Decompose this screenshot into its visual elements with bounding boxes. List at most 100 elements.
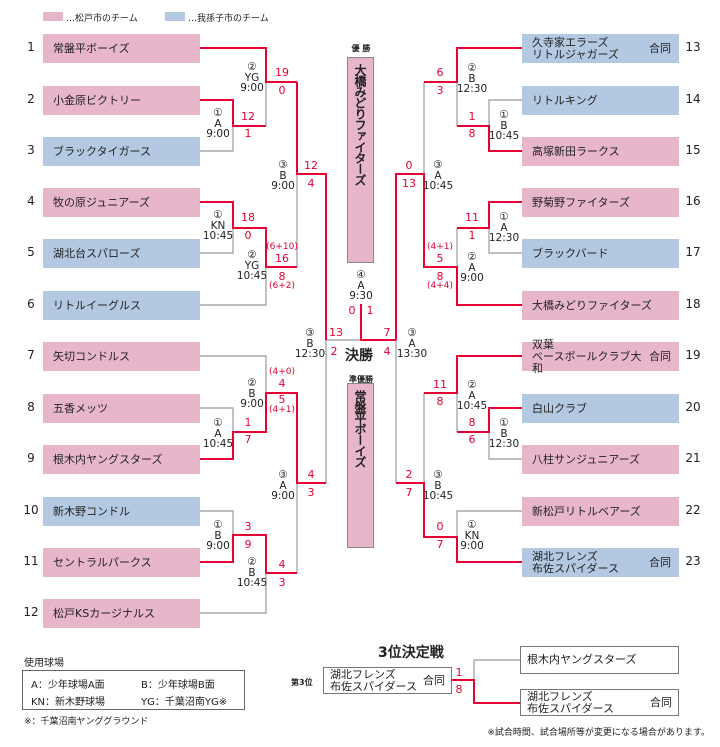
- winner-line: [200, 99, 266, 127]
- match-field: B: [306, 337, 314, 350]
- field-a: A：少年球場A面: [31, 680, 105, 691]
- score-label: 3: [307, 486, 315, 499]
- joint-label: 合同: [649, 555, 671, 569]
- match-field: B: [248, 387, 256, 400]
- team-box: 新松戸リトルベアーズ: [522, 497, 679, 526]
- seed-number: 23: [685, 554, 701, 568]
- name-line: リトルイーグルス: [53, 298, 141, 312]
- score-label: 0: [278, 84, 286, 97]
- team-name: 湖北台スパローズ: [53, 247, 200, 260]
- match-round: ③: [278, 159, 288, 171]
- winner-line: [200, 201, 297, 268]
- winner-line: [360, 304, 396, 341]
- team-name: 新松戸リトルベアーズ: [532, 504, 679, 518]
- match-round: ①: [499, 109, 509, 121]
- match-round: ③: [433, 469, 443, 481]
- score-label: 5: [436, 252, 444, 265]
- seed-number: 4: [27, 194, 35, 208]
- field-yg: YG：千葉沼南YG※: [141, 697, 228, 708]
- match-field: A: [279, 479, 287, 492]
- third-place-team-a: 根木内ヤングスターズ: [520, 646, 679, 674]
- match-round: ④: [356, 269, 366, 281]
- match-time: 9:00: [271, 180, 295, 192]
- team-box: 八柱サンジュニアーズ: [522, 445, 679, 474]
- seed-number: 7: [27, 348, 35, 362]
- seed-number: 8: [27, 400, 35, 414]
- lose-lines: [200, 82, 522, 680]
- team-name: 高塚新田ラークス: [532, 145, 679, 158]
- score-label: 0: [348, 304, 356, 317]
- seed-number: 15: [685, 143, 701, 157]
- seed-number: 2: [27, 92, 35, 106]
- winner-line: [296, 82, 327, 340]
- score-label: 8: [436, 395, 444, 408]
- score-label: 4: [278, 377, 286, 390]
- score-label: (4+1): [426, 242, 453, 252]
- name-line: 新松戸リトルベアーズ: [532, 504, 641, 518]
- team-name: 新木野コンドル: [53, 505, 200, 518]
- score-label: 13: [402, 177, 416, 190]
- seed-number: 9: [27, 451, 35, 465]
- match-field: B: [468, 72, 476, 85]
- team-box: 双葉ベースボールクラブ大和合同: [522, 338, 679, 374]
- team-box: 松戸KSカージナルス: [43, 599, 200, 628]
- team-name: 根木内ヤングスターズ: [53, 453, 200, 466]
- seed-number: 3: [27, 143, 35, 157]
- match-time: 10:45: [456, 400, 488, 412]
- score-label: 5: [278, 393, 286, 406]
- match-field: A: [468, 261, 476, 274]
- third-place-label: 第3位: [291, 678, 313, 687]
- bracket-line: [200, 355, 267, 393]
- match-round: ②: [247, 249, 257, 261]
- match-round: ②: [247, 377, 257, 389]
- score-label: 0: [405, 159, 413, 172]
- score-label: (4+1): [268, 405, 295, 415]
- bracket-line: [456, 510, 522, 537]
- team-box: 湖北フレンズ布佐スパイダース合同: [522, 548, 679, 577]
- winner-line: [424, 355, 522, 394]
- team-box: 白山クラブ: [522, 394, 679, 423]
- match-time: 10:45: [236, 577, 268, 589]
- name-line: ブラックバード: [532, 246, 609, 260]
- name-line: リトルキング: [532, 93, 598, 107]
- name-line: 双葉: [532, 337, 554, 351]
- name-line: 野菊野ファイターズ: [532, 195, 631, 209]
- match-field: KN: [464, 529, 480, 542]
- match-round: ②: [467, 379, 477, 391]
- fields-footnote: ※：千葉沼南ヤンググラウンド: [24, 717, 149, 727]
- notice: ※試合時間、試合場所等が変更になる場合があります。: [487, 728, 710, 738]
- score-label: 9: [244, 538, 252, 551]
- team-name: 大橋みどりファイターズ: [532, 298, 679, 312]
- score-label: 7: [244, 433, 252, 446]
- match-time: 12:30: [294, 348, 326, 360]
- team-name: 白山クラブ: [532, 402, 679, 415]
- team-name: 双葉ベースボールクラブ大和: [532, 337, 649, 375]
- team-name: 久寺家エラーズリトルジャガーズ: [532, 36, 649, 61]
- field-b: B：少年球場B面: [141, 680, 215, 691]
- team-box: 野菊野ファイターズ: [522, 188, 679, 217]
- seed-number: 14: [685, 92, 701, 106]
- seed-number: 21: [685, 451, 701, 465]
- name-line: 大橋みどりファイターズ: [532, 298, 653, 312]
- team-box: セントラルパークス: [43, 548, 200, 577]
- seed-number: 13: [685, 40, 701, 54]
- winner-line: [200, 534, 297, 574]
- match-field: A: [468, 389, 476, 402]
- score-label: 0: [244, 229, 252, 242]
- score-label: 8: [468, 416, 476, 429]
- match-field: KN: [210, 219, 226, 232]
- match-field: YG: [244, 259, 260, 272]
- score-label: 18: [241, 211, 255, 224]
- match-time: 10:45: [422, 180, 454, 192]
- bracket-line: [488, 228, 522, 254]
- match-time: 9:00: [240, 398, 264, 410]
- champion-box: 大橋みどりファイターズ: [347, 57, 374, 263]
- match-field: B: [500, 427, 508, 440]
